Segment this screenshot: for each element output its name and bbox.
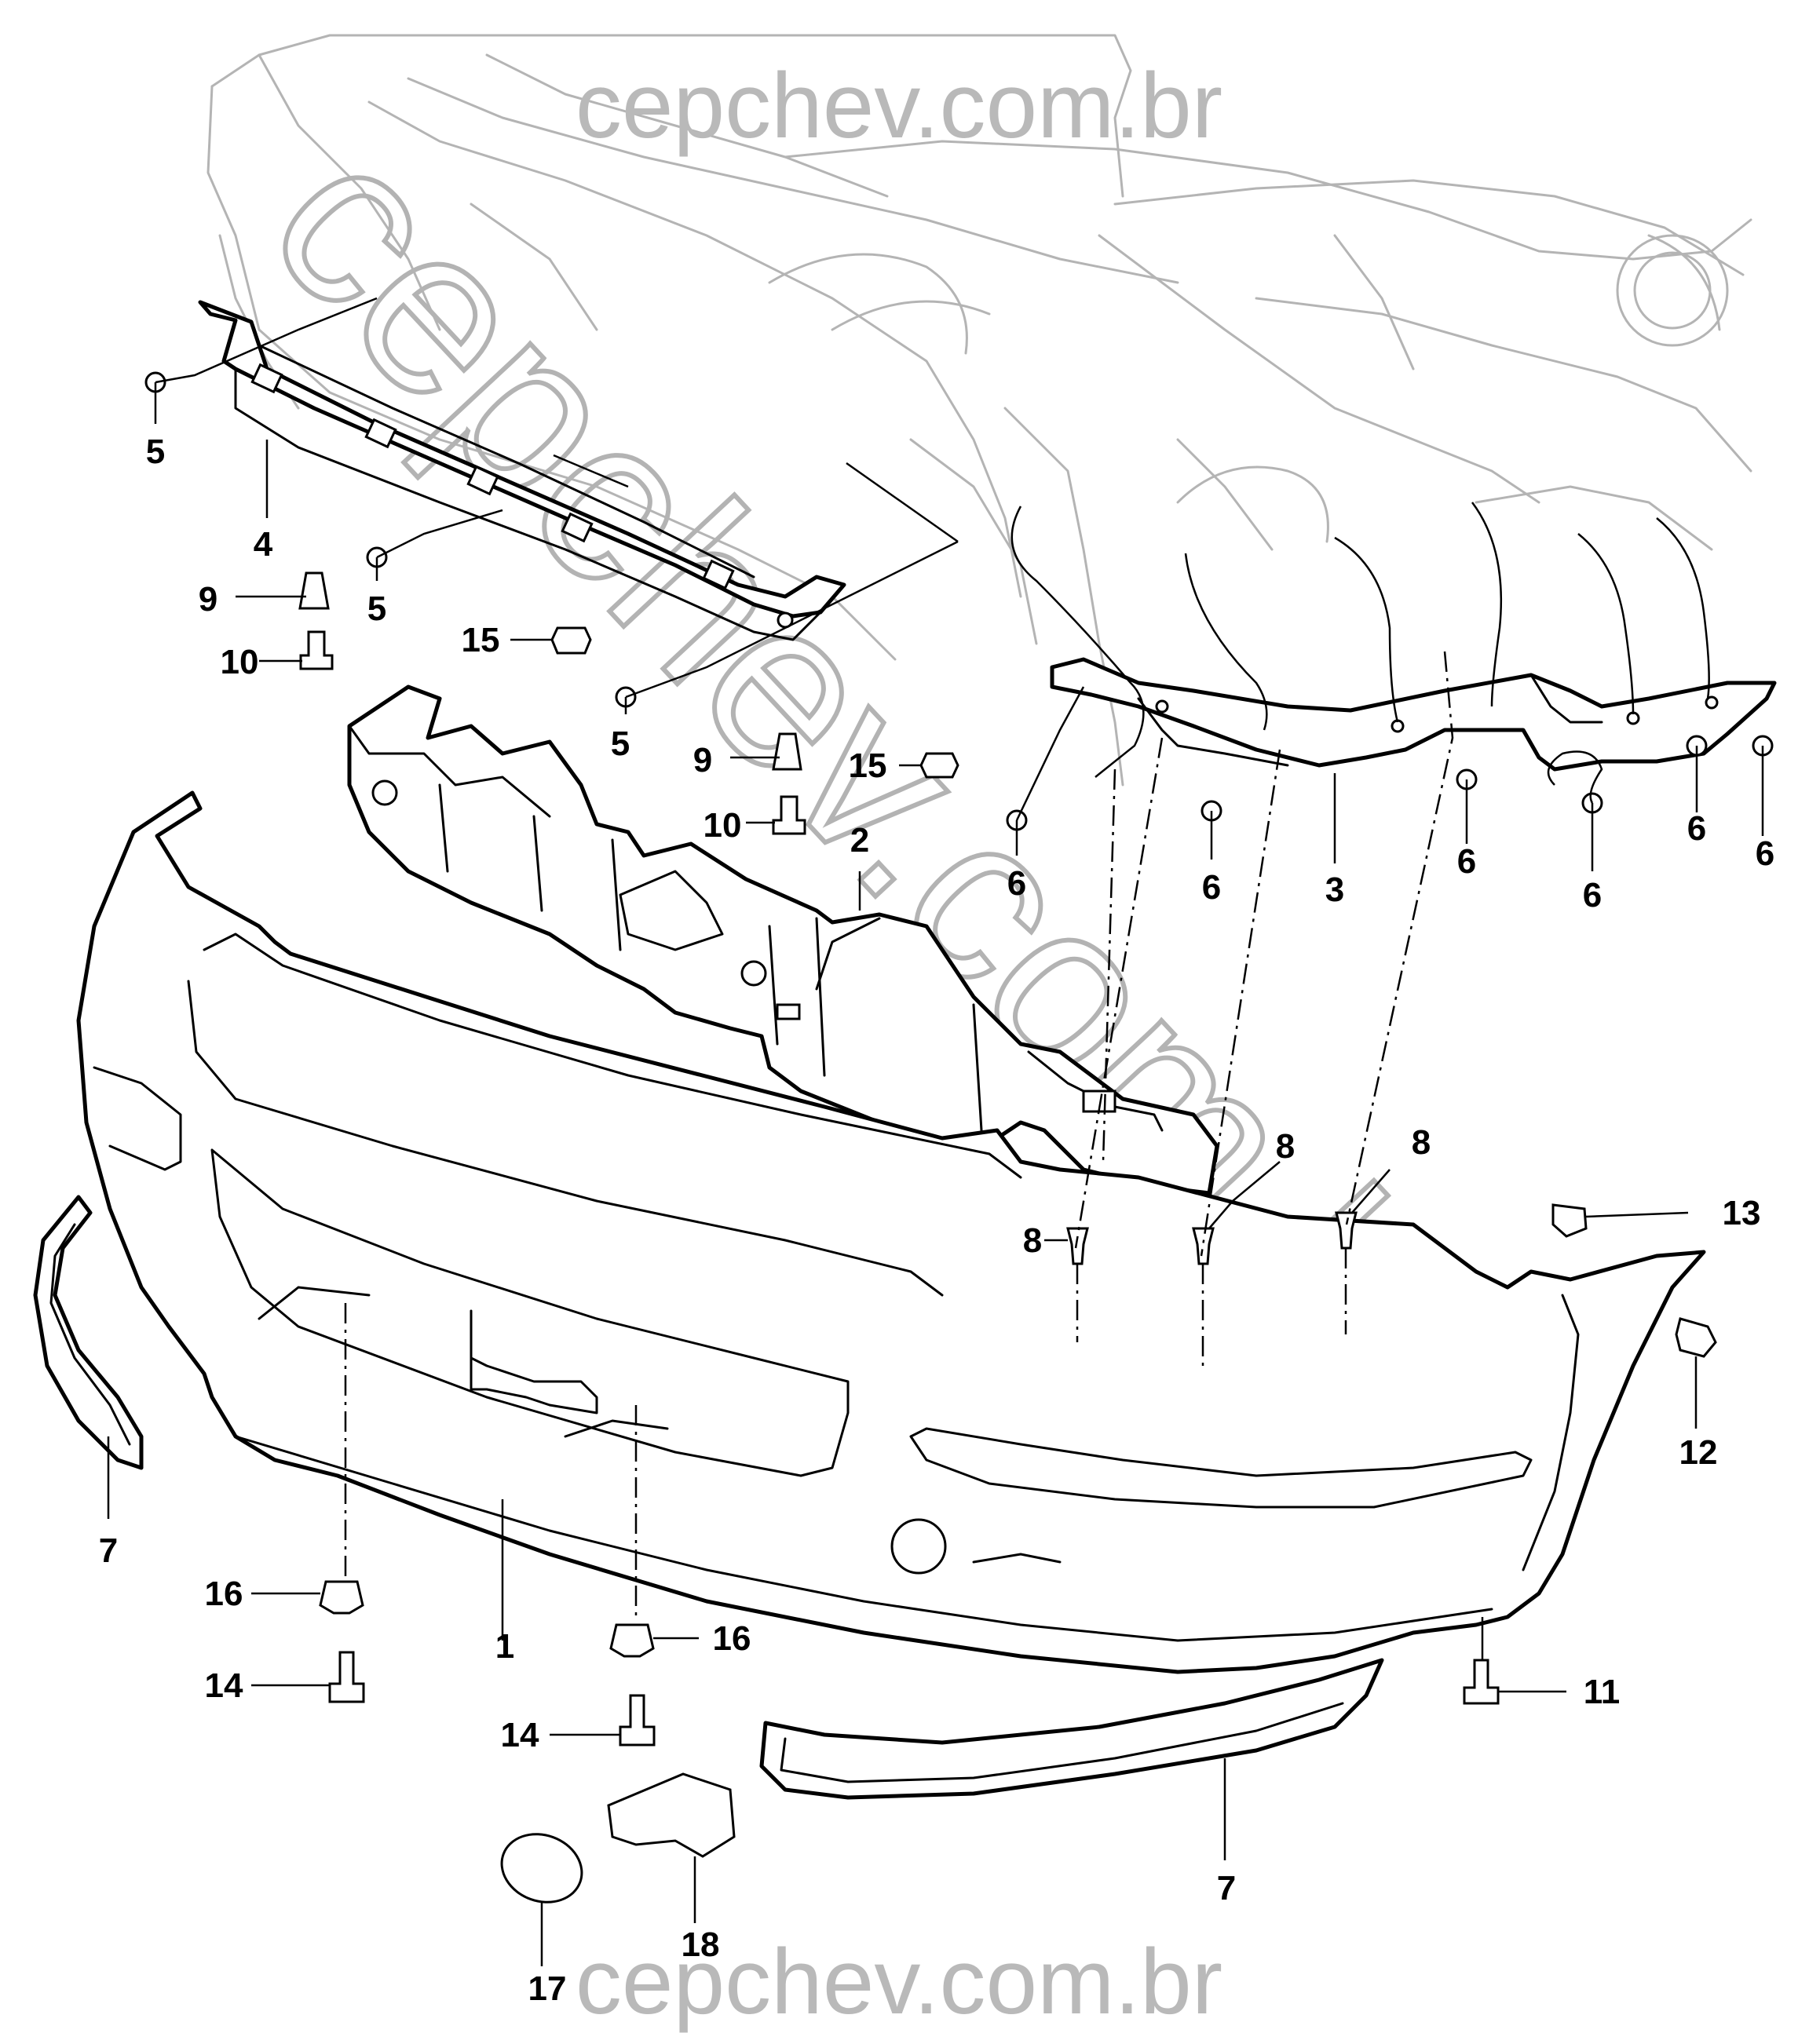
callout-3: 3	[1325, 871, 1344, 909]
part-2-energy-absorber	[347, 684, 1219, 1195]
vehicle-body-outline	[206, 34, 1752, 787]
bolt-14b-icon	[619, 1694, 656, 1747]
callout-14b: 14	[501, 1716, 539, 1754]
callout-7b: 7	[1217, 1869, 1236, 1907]
bolt-10a-icon	[299, 630, 334, 670]
callout-16a: 16	[205, 1575, 243, 1613]
part-1-bumper-cover	[76, 790, 1706, 1674]
bolt-8b-icon	[1192, 1227, 1215, 1265]
callout-6f: 6	[1756, 834, 1774, 873]
callout-4: 4	[254, 525, 273, 564]
callout-17: 17	[528, 1969, 567, 2008]
callout-5c: 5	[611, 725, 630, 763]
callout-12: 12	[1679, 1433, 1718, 1472]
clip-16b-icon	[609, 1623, 655, 1658]
cap-17-icon	[500, 1833, 583, 1903]
bolt-14a-icon	[328, 1651, 365, 1703]
callout-16b: 16	[713, 1619, 751, 1658]
nut-15a-icon	[550, 626, 592, 655]
callout-9b: 9	[693, 741, 712, 779]
callout-6a: 6	[1007, 864, 1026, 903]
part-3-side-bracket	[1050, 657, 1777, 772]
watermark-top: cepchev.com.br	[576, 54, 1222, 158]
callout-11: 11	[1584, 1673, 1621, 1711]
clip-13-icon	[1551, 1203, 1588, 1238]
part-7-trim-left	[33, 1195, 144, 1470]
callout-6e: 6	[1687, 809, 1706, 848]
callout-6d: 6	[1583, 876, 1602, 914]
callout-2: 2	[850, 821, 869, 860]
callout-14a: 14	[205, 1666, 243, 1705]
callout-6c: 6	[1457, 842, 1476, 881]
callout-10b: 10	[704, 806, 742, 845]
bolt-10b-icon	[772, 795, 806, 835]
callout-7a: 7	[99, 1531, 118, 1570]
callout-5a: 5	[146, 433, 165, 471]
callout-18: 18	[682, 1925, 720, 1964]
callout-8c: 8	[1412, 1123, 1431, 1162]
part-7-trim-right	[759, 1658, 1384, 1800]
callout-10a: 10	[221, 643, 259, 681]
bolt-11-icon	[1463, 1659, 1500, 1705]
tow-hook-cover-18-icon	[607, 1772, 736, 1858]
callout-9a: 9	[199, 580, 217, 619]
leader-lines	[107, 297, 1764, 1966]
callout-5b: 5	[367, 589, 386, 628]
clip-16a-icon	[319, 1580, 364, 1615]
bolt-8a-icon	[1066, 1227, 1089, 1265]
callout-1: 1	[495, 1627, 514, 1666]
callout-13: 13	[1723, 1194, 1761, 1232]
screw-12-icon	[1675, 1317, 1717, 1358]
callout-15b: 15	[849, 746, 887, 785]
bolt-8c-icon	[1335, 1211, 1358, 1250]
nut-15b-icon	[919, 752, 959, 779]
push-pin-9a-icon	[298, 571, 330, 610]
callout-8a: 8	[1023, 1221, 1042, 1260]
callout-8b: 8	[1276, 1127, 1295, 1166]
watermark-bottom: cepchev.com.br	[576, 1930, 1222, 2034]
alignment-lines	[344, 651, 1454, 1621]
callouts: 1 2 3 4 5 5 5 6 6 6 6 6 6 7 7 8 8 8 9 9 …	[99, 433, 1774, 2008]
callout-6b: 6	[1202, 868, 1221, 907]
callout-15a: 15	[462, 621, 500, 659]
part-4-upper-bracket	[198, 300, 846, 641]
